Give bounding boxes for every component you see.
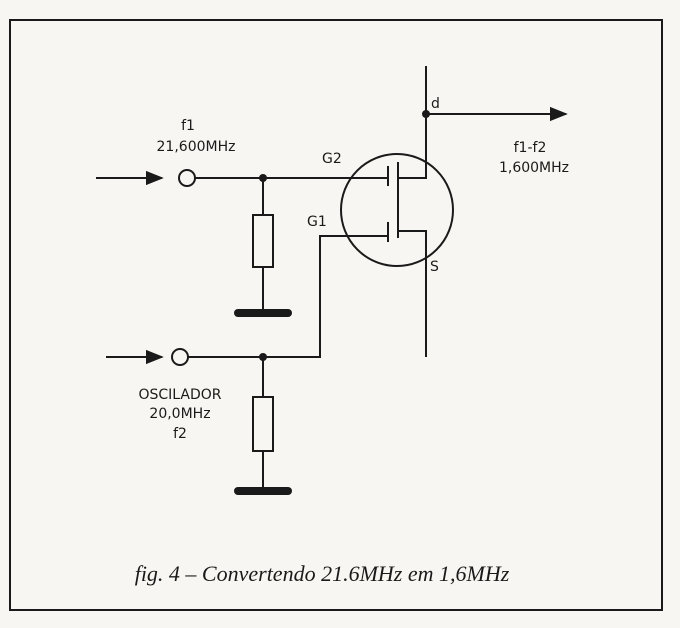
- drain-junction-dot: [422, 110, 430, 118]
- g1-label: G1: [307, 214, 327, 230]
- f1-resistor: [252, 214, 274, 268]
- osc-terminal: [171, 348, 189, 366]
- output-frequency-label: 1,600MHz: [499, 160, 569, 176]
- mosfet-drain-lead: [398, 66, 427, 179]
- osc-junction-dot: [259, 353, 267, 361]
- mosfet-envelope: [340, 153, 454, 267]
- g1-wire: [182, 235, 388, 358]
- f1-junction-dot: [259, 174, 267, 182]
- source-label: S: [430, 259, 439, 275]
- figure-caption: fig. 4 – Convertendo 21.6MHz em 1,6MHz: [135, 561, 510, 586]
- oscillator-label: OSCILADOR: [138, 387, 221, 403]
- f2-label: f2: [173, 426, 187, 442]
- oscillator-frequency-label: 20,0MHz: [149, 406, 210, 422]
- g2-label: G2: [322, 151, 342, 167]
- figure-border: [9, 19, 663, 611]
- osc-resistor: [252, 396, 274, 452]
- f1-label: f1: [181, 118, 195, 134]
- mosfet-source-lead: [398, 230, 427, 357]
- output-label: f1-f2: [514, 140, 547, 156]
- f1-frequency-label: 21,600MHz: [157, 139, 236, 155]
- f1-terminal: [178, 169, 196, 187]
- drain-label: d: [431, 96, 440, 112]
